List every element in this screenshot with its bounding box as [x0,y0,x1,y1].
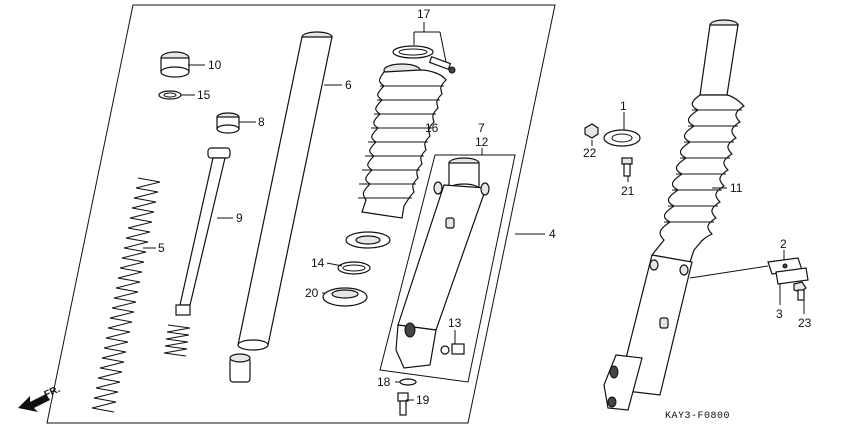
callout-2: 2 [780,237,787,251]
callout-23: 23 [798,316,812,330]
callout-5: 5 [158,241,165,255]
fork-pipe [237,31,333,351]
assembled-fork [603,19,745,411]
rebound-spring [163,324,191,357]
callout-19: 19 [416,393,430,407]
assembly-frame [46,4,556,424]
direction-label: FR. [43,384,62,401]
callout-6: 6 [345,78,352,92]
nut [584,123,599,139]
flange-bolt [793,281,807,301]
holder-bolt [621,157,633,177]
handlebar-holder [603,129,641,147]
callout-9: 9 [236,211,243,225]
pipe-bushing [229,353,251,383]
fork-boot [358,63,447,219]
slider-group-frame [379,154,516,383]
callout-7: 7 [478,121,485,135]
front-direction-arrow: FR. [18,384,62,412]
callout-13: 13 [448,316,462,330]
callout-15: 15 [197,88,211,102]
callout-18: 18 [377,375,391,389]
damper-rod [175,147,231,316]
callout-3: 3 [776,307,783,321]
o-ring [158,90,182,100]
callout-8: 8 [258,115,265,129]
stopper-ring [337,261,371,275]
hose-guide [767,257,809,285]
callout-12: 12 [475,135,489,149]
drain-bolt [440,343,465,355]
leader-lines [143,22,805,401]
callout-20: 20 [305,286,319,300]
callout-4: 4 [549,227,556,241]
callout-14: 14 [311,256,325,270]
guide-leader [689,265,769,279]
callout-16: 16 [425,121,439,135]
fork-slider [395,157,490,369]
callout-10: 10 [208,58,222,72]
spring-collar [216,112,240,134]
sealing-washer [399,378,417,386]
callout-22: 22 [583,146,597,160]
callout-17: 17 [417,7,431,21]
fork-spring [91,177,161,413]
callout-21: 21 [621,184,635,198]
boot-band-and-screw [392,45,456,74]
fork-cap-bolt [160,51,190,78]
oil-seal [322,287,368,307]
callout-1: 1 [620,99,627,113]
diagram-code: KAY3-F0800 [665,411,730,422]
socket-bolt [397,392,409,416]
callout-11: 11 [730,181,743,195]
